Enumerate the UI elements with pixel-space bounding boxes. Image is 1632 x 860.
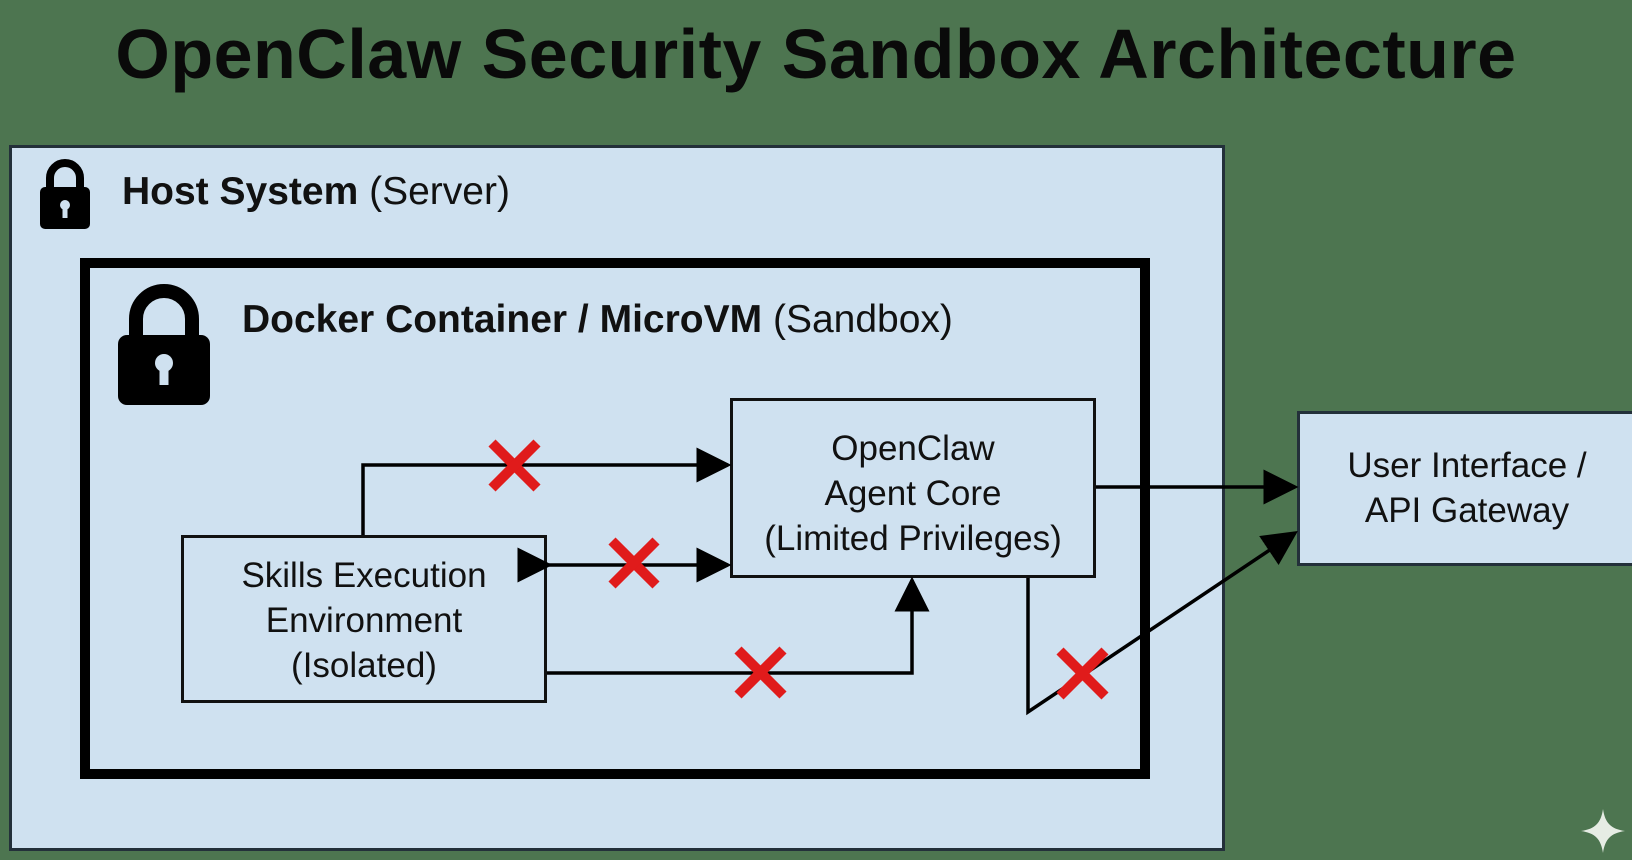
docker-container-label: Docker Container / MicroVM (Sandbox) [242, 298, 953, 342]
agent-core-line-1: OpenClaw [831, 429, 995, 468]
x-mark-icon [734, 646, 787, 699]
docker-container-name: Docker Container / MicroVM [242, 298, 763, 341]
agent-core-line-3: (Limited Privileges) [764, 519, 1062, 558]
page-title: OpenClaw Security Sandbox Architecture [115, 15, 1517, 93]
docker-container-box [80, 258, 1150, 779]
skills-line-2: Environment [265, 601, 463, 640]
connector-agent-bypass-to-gateway [1026, 531, 1298, 716]
host-system-label: Host System (Server) [122, 170, 510, 214]
skills-environment-label: Skills Execution Environment (Isolated) [184, 553, 544, 688]
host-system-qualifier: (Server) [369, 170, 510, 213]
gateway-line-2: API Gateway [1364, 491, 1570, 530]
skills-line-1: Skills Execution [241, 556, 487, 595]
gateway-box: User Interface / API Gateway [1297, 411, 1632, 566]
host-system-name: Host System [122, 170, 359, 213]
sparkle-icon [1581, 809, 1625, 853]
x-mark-icon [608, 537, 660, 589]
x-mark-icon [1056, 647, 1109, 700]
agent-core-line-2: Agent Core [824, 474, 1002, 513]
gateway-line-1: User Interface / [1347, 446, 1587, 485]
agent-core-label: OpenClaw Agent Core (Limited Privileges) [733, 426, 1093, 561]
docker-container-qualifier: (Sandbox) [772, 298, 953, 341]
x-mark-icon [488, 439, 541, 492]
skills-environment-box: Skills Execution Environment (Isolated) [181, 535, 547, 703]
connector-skills-to-agent-top [361, 447, 732, 535]
connector-skills-to-agent-bottom [547, 576, 930, 675]
gateway-label: User Interface / API Gateway [1300, 443, 1632, 533]
skills-line-3: (Isolated) [291, 646, 437, 685]
container-lock-icon [118, 284, 210, 405]
host-lock-icon [40, 159, 90, 229]
agent-core-box: OpenClaw Agent Core (Limited Privileges) [730, 398, 1096, 578]
